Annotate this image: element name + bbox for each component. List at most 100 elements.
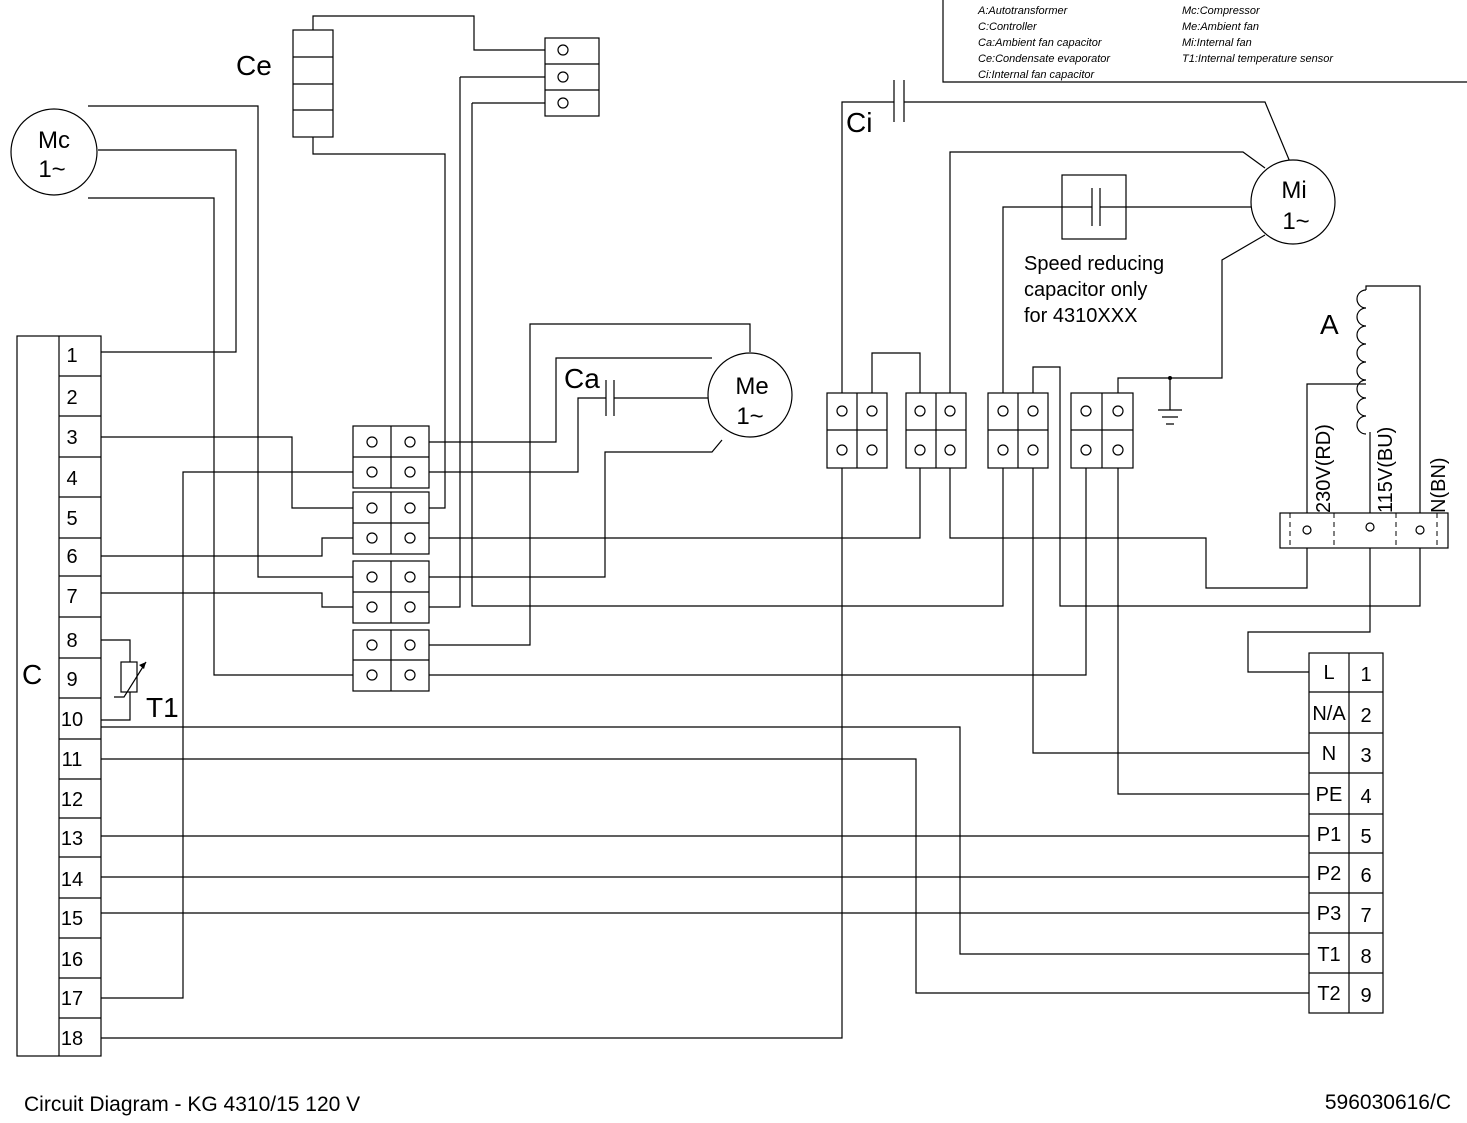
tap-label: N(BN) <box>1428 457 1450 513</box>
tap-label: 230V(RD) <box>1313 424 1335 513</box>
thermistor-arrow <box>114 661 147 698</box>
terminal-screw <box>366 502 378 514</box>
supply-terminal-label: N <box>1322 743 1336 765</box>
supply-terminal-number: 9 <box>1360 985 1371 1007</box>
wire <box>90 592 372 608</box>
thermistor-icon <box>120 661 138 693</box>
controller-terminal-label: 11 <box>62 749 83 771</box>
capacitor-speed <box>1061 174 1127 240</box>
terminal-screw <box>1080 405 1092 417</box>
wire <box>410 450 1087 676</box>
wire <box>90 149 237 353</box>
motor-mi-symbol <box>1250 159 1336 245</box>
diagram-title: Circuit Diagram - KG 4310/15 120 V <box>24 1093 360 1116</box>
ci-plates <box>893 80 905 122</box>
supply-terminal-label: P1 <box>1317 824 1341 846</box>
controller-terminal-label: 14 <box>61 869 83 891</box>
autotransformer-label: A <box>1320 309 1339 340</box>
wire <box>841 101 894 411</box>
tap-terminal <box>1415 525 1425 535</box>
terminal-screw <box>366 669 378 681</box>
terminal-screw <box>1112 444 1124 456</box>
supply-terminal-number: 3 <box>1360 745 1371 767</box>
terminal-screw <box>404 502 416 514</box>
motor-me-symbol <box>707 352 793 438</box>
terminal-screw <box>866 405 878 417</box>
terminal-block-dividers <box>827 393 887 468</box>
speed-note-line: for 4310XXX <box>1024 305 1137 327</box>
terminal-block-dividers <box>353 492 429 554</box>
motor-mc: Mc 1~ <box>10 108 98 196</box>
terminal-block-dividers <box>906 393 966 468</box>
wire <box>90 450 843 1039</box>
terminal-screw <box>944 444 956 456</box>
wire <box>1032 450 1310 754</box>
junction-dot <box>1168 376 1172 380</box>
terminal-screw <box>836 444 848 456</box>
legend-item: Mi:Internal fan <box>1182 37 1252 49</box>
tap-terminal <box>1302 525 1312 535</box>
wire <box>949 450 1308 589</box>
controller-terminal-label: 1 <box>66 345 77 367</box>
controller-terminal-label: 16 <box>61 949 83 971</box>
supply-terminal-label: P3 <box>1317 903 1341 925</box>
supply-terminal-number: 5 <box>1360 826 1371 848</box>
wires <box>88 15 1421 1039</box>
supply-terminal-number: 2 <box>1360 705 1371 727</box>
terminal-screw <box>366 436 378 448</box>
terminal-screw <box>997 444 1009 456</box>
controller-terminal-label: 6 <box>66 546 77 568</box>
terminal-block-dividers <box>353 630 429 691</box>
terminal-screw <box>404 532 416 544</box>
wire <box>90 537 372 557</box>
connector-pin <box>557 44 569 56</box>
wire <box>1032 366 1421 607</box>
capacitor-ca: Ca <box>564 363 615 416</box>
terminal-blocks-right <box>826 392 1134 469</box>
wire <box>1247 530 1371 673</box>
terminal-block-dividers <box>353 426 429 488</box>
connector-top-dividers <box>545 63 599 91</box>
terminal-screw <box>404 571 416 583</box>
sensor-label: T1 <box>146 692 179 723</box>
wire <box>410 439 723 578</box>
controller-terminal-label: 8 <box>66 630 77 652</box>
supply-terminal-label: T1 <box>1317 944 1340 966</box>
supply-terminal-number: 8 <box>1360 946 1371 968</box>
document-number: 596030616/C <box>1325 1091 1451 1114</box>
controller-terminal-label: 13 <box>61 828 83 850</box>
legend-item: Ci:Internal fan capacitor <box>978 69 1096 81</box>
terminal-screw <box>366 532 378 544</box>
supply-terminal-label: T2 <box>1317 983 1340 1005</box>
controller-label: C <box>22 659 42 690</box>
speed-note-line: capacitor only <box>1024 279 1147 301</box>
wire <box>312 15 560 51</box>
terminal-screw <box>1027 405 1039 417</box>
legend-item: Mc:Compressor <box>1182 5 1261 17</box>
terminal-screw <box>404 466 416 478</box>
terminal-screw <box>366 571 378 583</box>
legend: A:Autotransformer C:Controller Ca:Ambien… <box>942 0 1467 83</box>
controller-terminal-label: 7 <box>66 586 77 608</box>
ca-label: Ca <box>564 363 600 394</box>
legend-border <box>942 0 1467 83</box>
legend-item: C:Controller <box>978 21 1038 33</box>
legend-item: Me:Ambient fan <box>1182 21 1259 33</box>
ce-label: Ce <box>236 50 272 81</box>
wire <box>88 105 372 578</box>
wire <box>410 323 751 646</box>
tap-terminal <box>1365 522 1375 532</box>
ground-icon <box>1158 376 1182 425</box>
wire <box>1117 450 1310 795</box>
terminal-screw <box>366 639 378 651</box>
supply-terminal-number: 1 <box>1360 664 1371 686</box>
supply-terminal-number: 6 <box>1360 865 1371 887</box>
supply-terminal-number: 7 <box>1360 905 1371 927</box>
wire <box>949 151 1266 411</box>
wire <box>410 450 921 539</box>
terminal-block-dividers <box>1071 393 1133 468</box>
terminal-screw <box>997 405 1009 417</box>
motor-me-label: Me <box>735 373 768 400</box>
